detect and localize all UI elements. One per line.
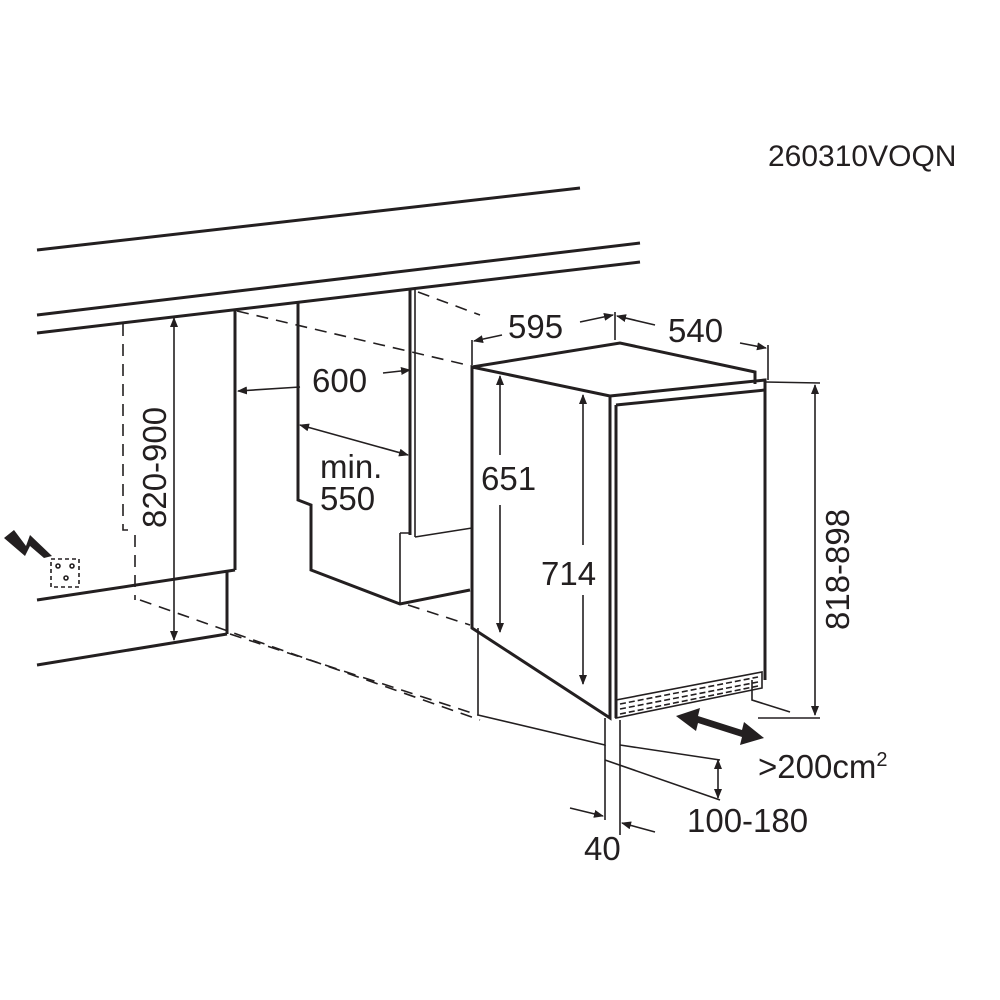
- electric-bolt-icon: [4, 530, 52, 558]
- width-arrow-right: [579, 312, 614, 323]
- airflow-arrow-icon: [676, 708, 764, 745]
- offset-arrow-left: [569, 807, 604, 818]
- niche-width-arrow-left: [237, 386, 301, 395]
- depth-arrow-right: [739, 342, 767, 351]
- depth-arrow-left: [616, 314, 656, 326]
- niche-depth-arrow: [299, 423, 409, 457]
- worktop: [36, 186, 641, 335]
- model-code: 260310VOQN: [768, 140, 956, 173]
- ventilation-grille: [615, 671, 763, 719]
- extension-lines: [471, 312, 821, 835]
- door-height-label: 714: [541, 555, 596, 592]
- total-height-label: 818-898: [819, 509, 856, 630]
- width-arrow-left: [473, 334, 503, 344]
- side-height-label: 651: [481, 460, 536, 497]
- power-socket-icon: [50, 558, 80, 588]
- niche-depth-prefix: min.: [320, 448, 382, 485]
- ventilation-label: >200cm2: [758, 748, 887, 785]
- plinth-height-label: 100-180: [687, 802, 808, 839]
- niche-height-label: 820-900: [136, 407, 173, 528]
- appliance-outline: [470, 341, 791, 747]
- niche-depth-label: 550: [320, 480, 375, 517]
- niche-width-label: 600: [312, 362, 367, 399]
- niche-outline: [236, 288, 481, 626]
- width-label: 595: [508, 308, 563, 345]
- left-cabinet: [36, 311, 481, 721]
- plinth-offset-label: 40: [584, 830, 621, 867]
- offset-arrow-right: [621, 821, 656, 833]
- depth-label: 540: [668, 312, 723, 349]
- niche-width-arrow-right: [382, 367, 411, 375]
